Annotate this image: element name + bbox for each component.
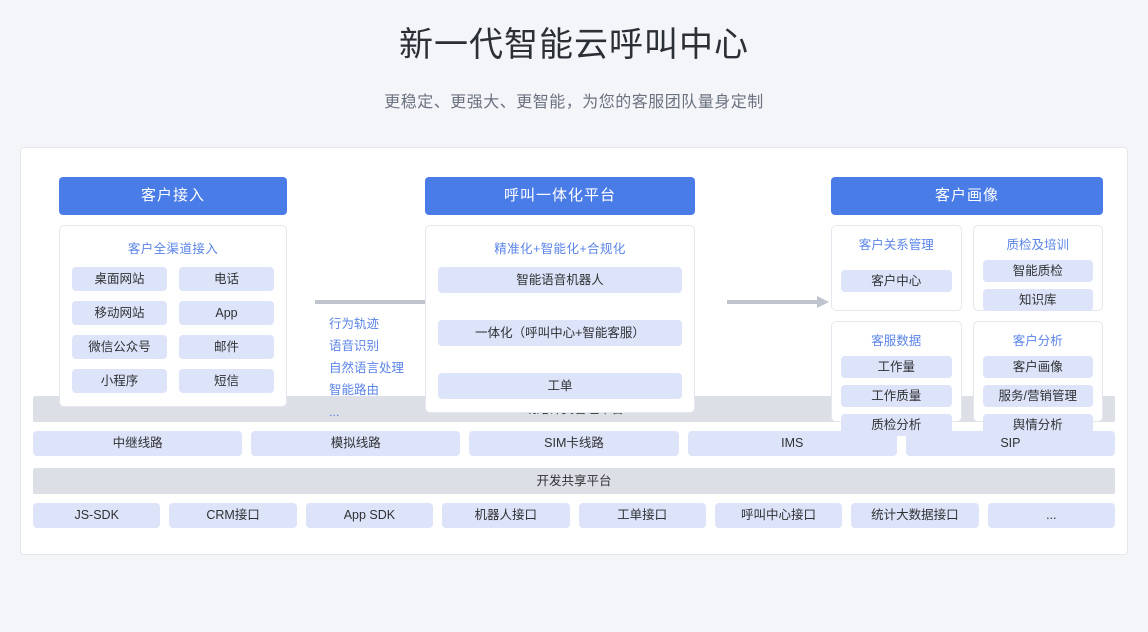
connector-label: ...: [329, 405, 340, 419]
sdk-tile[interactable]: 工单接口: [578, 503, 706, 528]
section-items-line-billing: 中继线路 模拟线路 SIM卡线路 IMS SIP: [33, 422, 1116, 456]
sdk-tile[interactable]: App SDK: [305, 503, 434, 528]
columns-row: 客户接入 客户全渠道接入 桌面网站 电话 移动网站 App 微信公众号 邮件 小…: [21, 148, 1127, 436]
column-customer-profile: 客户画像 客户关系管理 客户中心 质检及培训 智能质检 知识库: [831, 177, 1103, 436]
channel-tile[interactable]: 小程序: [72, 369, 167, 393]
page-title: 新一代智能云呼叫中心: [399, 26, 749, 64]
column-call-platform: 呼叫一体化平台 精准化+智能化+合规化 智能语音机器人 一体化（呼叫中心+智能客…: [425, 177, 695, 413]
sdk-tile[interactable]: CRM接口: [169, 503, 297, 528]
column-customer-access: 客户接入 客户全渠道接入 桌面网站 电话 移动网站 App 微信公众号 邮件 小…: [59, 177, 287, 407]
channel-tile[interactable]: 桌面网站: [72, 267, 167, 291]
profile-tile[interactable]: 舆情分析: [982, 414, 1093, 436]
panel-caption-omnichannel: 客户全渠道接入: [127, 242, 219, 256]
subcard-quality-training: 质检及培训 智能质检 知识库: [972, 225, 1103, 311]
section-items-dev-share: JS-SDK CRM接口 App SDK 机器人接口 工单接口 呼叫中心接口 统…: [33, 494, 1115, 528]
line-tile[interactable]: 中继线路: [33, 431, 243, 456]
panel-call-platform: 精准化+智能化+合规化 智能语音机器人 一体化（呼叫中心+智能客服） 工单: [425, 225, 695, 413]
profile-tile[interactable]: 工作量: [841, 356, 952, 378]
arrow-shaft: [727, 300, 819, 304]
subcard-items: 客户中心: [841, 260, 952, 301]
subcard-service-data: 客服数据 工作量 工作质量 质检分析: [831, 321, 962, 436]
panel-customer-access: 客户全渠道接入 桌面网站 电话 移动网站 App 微信公众号 邮件 小程序 短信: [59, 225, 287, 407]
column-header-call-platform: 呼叫一体化平台: [425, 177, 695, 215]
subcard-crm: 客户关系管理 客户中心: [831, 225, 962, 311]
channel-tile[interactable]: 电话: [179, 267, 274, 291]
subcard-customer-analysis: 客户分析 客户画像 服务/营销管理 舆情分析: [972, 321, 1103, 436]
arrow-shaft: [315, 300, 435, 304]
channel-tile[interactable]: App: [179, 301, 274, 325]
sdk-tile[interactable]: 呼叫中心接口: [714, 503, 843, 528]
platform-tile[interactable]: 一体化（呼叫中心+智能客服）: [438, 320, 682, 346]
profile-tile[interactable]: 工作质量: [841, 385, 952, 407]
subcard-title: 质检及培训: [1006, 238, 1069, 252]
page-header: 新一代智能云呼叫中心 更稳定、更强大、更智能，为您的客服团队量身定制: [0, 0, 1148, 114]
platform-tile-stack: 智能语音机器人 一体化（呼叫中心+智能客服） 工单: [426, 267, 694, 412]
connector-label: 行为轨迹: [329, 317, 380, 331]
subcard-title: 客户关系管理: [858, 238, 934, 252]
platform-tile[interactable]: 工单: [438, 373, 682, 399]
subcard-title: 客户分析: [1012, 334, 1063, 348]
sdk-tile[interactable]: 机器人接口: [442, 503, 570, 528]
subcard-title: 客服数据: [871, 334, 922, 348]
connector-capability-labels: 行为轨迹 语音识别 自然语言处理 智能路由 ...: [329, 315, 404, 421]
arrow-platform-to-profile-icon: [727, 296, 829, 308]
profile-tile[interactable]: 智能质检: [982, 260, 1093, 282]
column-header-customer-access: 客户接入: [59, 177, 287, 215]
connector-label: 智能路由: [329, 383, 380, 397]
section-title-dev-share: 开发共享平台: [33, 468, 1115, 494]
sdk-tile[interactable]: 统计大数据接口: [851, 503, 979, 528]
subcard-items: 工作量 工作质量 质检分析: [841, 356, 952, 436]
profile-tile[interactable]: 客户中心: [841, 269, 952, 292]
connector-label: 语音识别: [329, 339, 380, 353]
section-dev-share-platform: 开发共享平台 JS-SDK CRM接口 App SDK 机器人接口 工单接口 呼…: [33, 468, 1115, 530]
column-header-customer-profile: 客户画像: [831, 177, 1103, 215]
channel-tile[interactable]: 微信公众号: [72, 335, 167, 359]
sdk-tile[interactable]: ...: [987, 503, 1115, 528]
architecture-diagram: 客户接入 客户全渠道接入 桌面网站 电话 移动网站 App 微信公众号 邮件 小…: [20, 147, 1128, 555]
channel-tile-grid: 桌面网站 电话 移动网站 App 微信公众号 邮件 小程序 短信: [60, 267, 286, 406]
profile-tile[interactable]: 服务/营销管理: [982, 385, 1093, 407]
subcard-items: 客户画像 服务/营销管理 舆情分析: [982, 356, 1093, 436]
platform-tile[interactable]: 智能语音机器人: [438, 267, 682, 293]
channel-tile[interactable]: 移动网站: [72, 301, 167, 325]
subcard-items: 智能质检 知识库: [982, 260, 1093, 311]
channel-tile[interactable]: 短信: [179, 369, 274, 393]
profile-tile[interactable]: 知识库: [982, 289, 1093, 311]
page-subtitle: 更稳定、更强大、更智能，为您的客服团队量身定制: [384, 94, 764, 111]
sdk-tile[interactable]: JS-SDK: [33, 503, 161, 528]
profile-subcards-top: 客户关系管理 客户中心 质检及培训 智能质检 知识库: [831, 225, 1103, 311]
channel-tile[interactable]: 邮件: [179, 335, 274, 359]
arrow-head: [817, 296, 829, 308]
connector-label: 自然语言处理: [329, 361, 405, 375]
panel-caption-platform-traits: 精准化+智能化+合规化: [494, 242, 626, 256]
profile-tile[interactable]: 客户画像: [982, 356, 1093, 378]
profile-tile[interactable]: 质检分析: [841, 414, 952, 436]
line-tile[interactable]: SIM卡线路: [469, 431, 679, 456]
line-tile[interactable]: 模拟线路: [251, 431, 461, 456]
profile-subcards-bottom: 客服数据 工作量 工作质量 质检分析 客户分析 客户画像 服务/营销管理 舆情分…: [831, 321, 1103, 436]
